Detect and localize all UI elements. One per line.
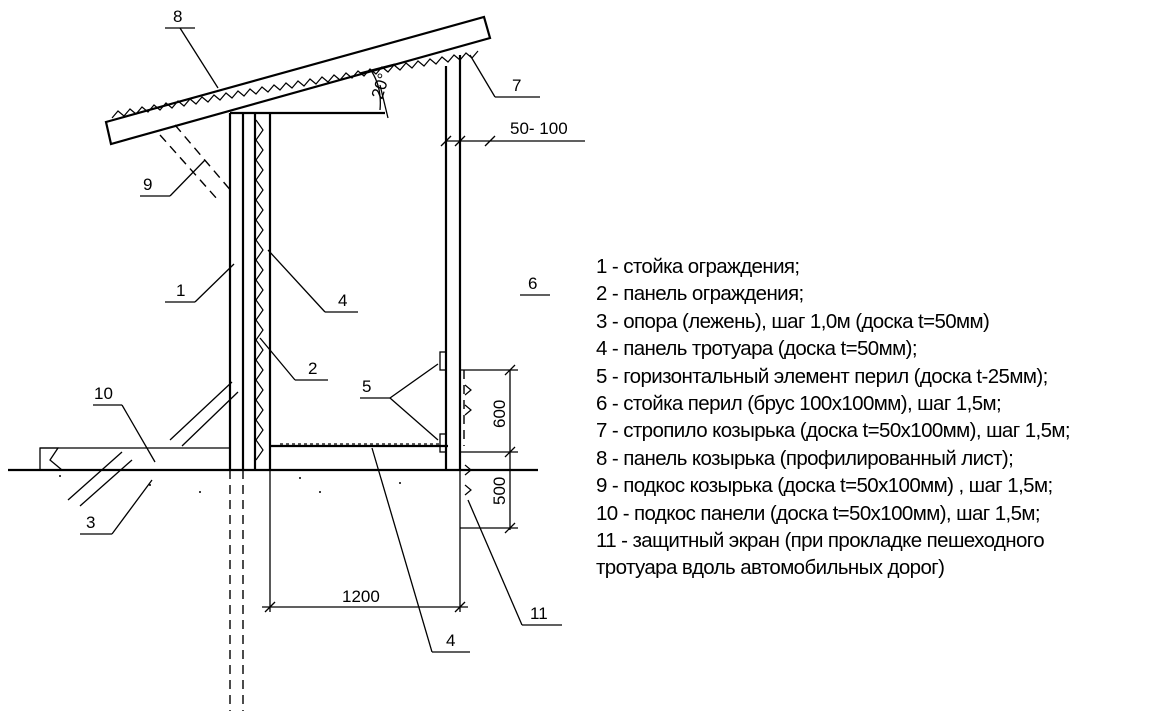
callout-4-upper: 4 [338,291,347,310]
callout-2: 2 [308,359,317,378]
panel-brace [67,381,239,507]
legend-item: тротуара вдоль автомобильных дорог) [596,556,945,580]
legend-item: 11 - защитный экран (при прокладке пешех… [596,529,1045,553]
callout-11: 11 [530,604,548,623]
legend-item: 9 - подкос козырька (доска t=50х100мм) ,… [596,474,1053,498]
roof-panel [104,15,492,146]
legend-item: 7 - стропило козырька (доска t=50х100мм)… [596,419,1071,443]
rafter [230,84,389,119]
canopy-brace [159,124,233,201]
walkway-width-dimension [262,470,468,613]
railing-elements [439,351,447,453]
legend-item: 4 - панель тротуара (доска t=50мм); [596,337,918,361]
callout-3: 3 [86,513,95,532]
gap-dimension-label: 50- 100 [510,119,568,138]
legend-item: 1 - стойка ограждения; [596,255,800,278]
callout-10: 10 [94,384,113,403]
ground-dots [59,475,401,493]
sleeper-end [39,447,63,471]
legend-item: 2 - панель ограждения; [596,282,804,306]
callout-1: 1 [176,281,185,300]
callout-leaders [80,27,562,653]
rail-upper-dimension: 600 [490,400,509,428]
angle-label: 20° [368,71,394,101]
callout-7: 7 [512,76,521,95]
protective-screen [463,370,472,496]
rail-dimensions [460,364,518,534]
rail-lower-dimension: 500 [490,477,509,505]
legend-item: 10 - подкос панели (доска t=50х100мм), ш… [596,501,1041,525]
fence-panel-hatch [255,119,264,461]
fence-post [228,113,245,711]
callout-8: 8 [173,7,182,26]
legend: 1 - стойка ограждения; 2 - панель огражд… [596,253,1166,582]
walkway-width-label: 1200 [342,587,380,606]
callout-6: 6 [528,274,537,293]
callout-4-lower: 4 [446,631,455,650]
legend-item: 3 - опора (лежень), шаг 1,0м (доска t=50… [596,309,990,333]
legend-item: 8 - панель козырька (профилированный лис… [596,446,1014,470]
callout-9: 9 [143,175,152,194]
gap-dimension [440,135,585,147]
callout-5: 5 [362,377,371,396]
roof-corrugation [111,50,479,119]
railing-post [444,55,462,470]
angle-arc [371,71,381,111]
fence-panel [253,113,272,470]
legend-item: 5 - горизонтальный элемент перил (доска … [596,364,1048,388]
legend-item: 6 - стойка перил (брус 100х100мм), шаг 1… [596,392,1002,416]
